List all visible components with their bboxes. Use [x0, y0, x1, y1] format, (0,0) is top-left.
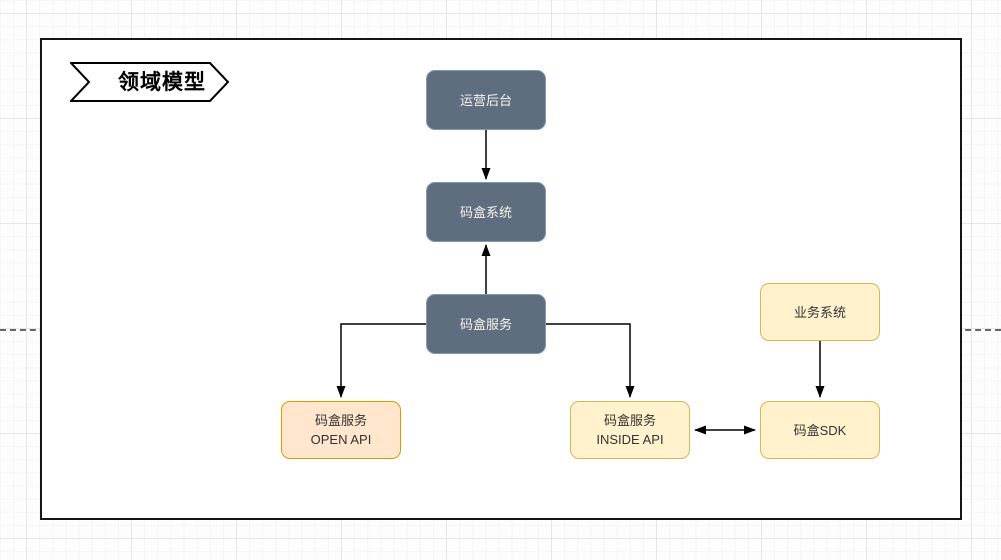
node-sublabel: OPEN API: [310, 432, 372, 447]
node-sdk[interactable]: 码盒SDK: [760, 401, 880, 459]
edge-code-box-service-to-inside-api[interactable]: [546, 323, 635, 398]
node-label: 业务系统: [793, 304, 846, 320]
connectors-layer: [336, 130, 825, 435]
node-operations-backend[interactable]: 运营后台: [426, 70, 546, 130]
node-code-box-service[interactable]: 码盒服务: [426, 294, 546, 354]
node-code-box-system[interactable]: 码盒系统: [426, 182, 546, 242]
node-label: 码盒服务: [314, 413, 367, 428]
node-inside-api[interactable]: 码盒服务 INSIDE API: [570, 401, 690, 459]
node-business-system[interactable]: 业务系统: [760, 283, 880, 341]
node-label: 码盒服务: [459, 316, 512, 332]
node-sublabel: INSIDE API: [596, 432, 664, 447]
node-open-api[interactable]: 码盒服务 OPEN API: [281, 401, 401, 459]
node-label: 码盒SDK: [793, 422, 847, 438]
edge-code-box-service-to-open-api[interactable]: [336, 323, 426, 398]
node-label: 码盒系统: [459, 204, 512, 220]
diagram-canvas: 领域模型 运营后台 码盒系统 码盒服务 业务系统 码盒服务 OPEN API 码…: [40, 38, 962, 520]
page-title: 领域模型: [118, 71, 206, 94]
node-label: 码盒服务: [603, 413, 656, 428]
banner-shape: [70, 62, 229, 102]
title-banner[interactable]: 领域模型: [70, 62, 229, 102]
node-label: 运营后台: [459, 92, 512, 108]
